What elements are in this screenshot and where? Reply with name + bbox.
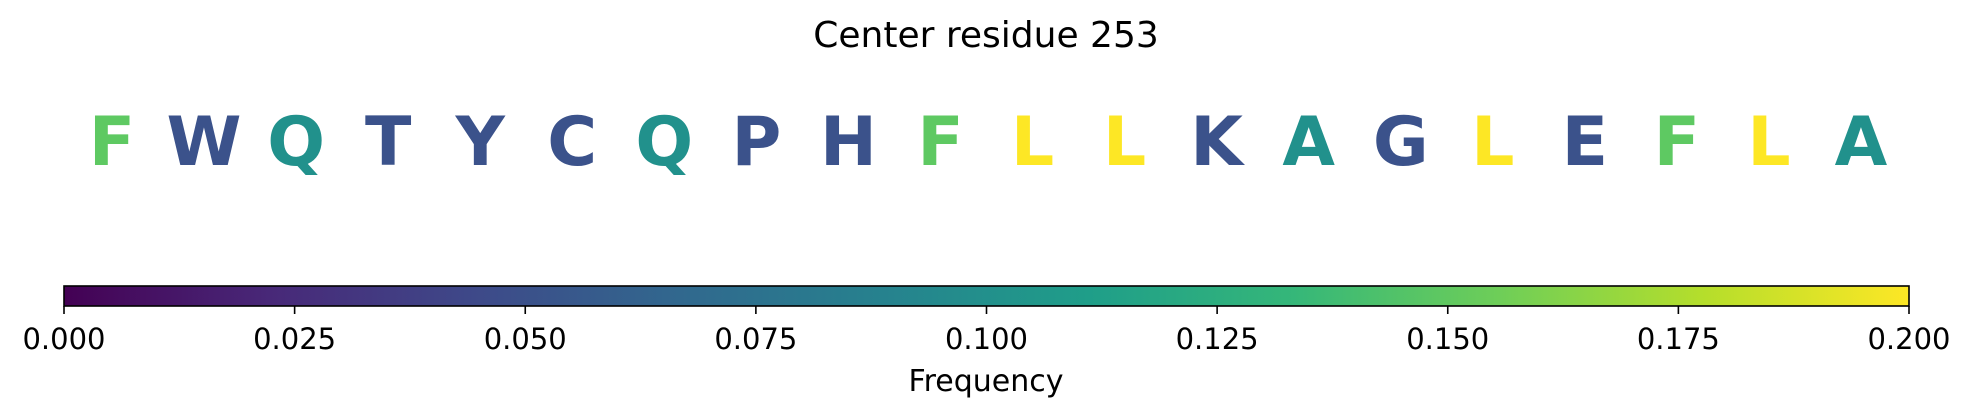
- chart-title: Center residue 253: [813, 15, 1159, 56]
- colorbar-tick-label: 0.000: [22, 322, 105, 356]
- colorbar-tick-label: 0.175: [1637, 322, 1720, 356]
- colorbar-tick-label: 0.100: [945, 322, 1028, 356]
- residue-letter: A: [1835, 103, 1888, 182]
- residue-letter: F: [917, 103, 963, 182]
- residue-letter: F: [89, 103, 135, 182]
- residue-letter: L: [1747, 103, 1790, 182]
- colorbar-tick-label: 0.075: [714, 322, 797, 356]
- colorbar-tick-label: 0.050: [484, 322, 567, 356]
- colorbar-label: Frequency: [909, 364, 1064, 399]
- colorbar-tick-label: 0.125: [1176, 322, 1259, 356]
- residue-letter: Y: [455, 103, 506, 182]
- residue-letter: L: [1471, 103, 1514, 182]
- residue-letter: H: [820, 103, 877, 182]
- residue-letter: K: [1190, 103, 1245, 182]
- colorbar: [63, 285, 1910, 307]
- residue-letter: L: [1011, 103, 1054, 182]
- residue-letter: W: [167, 103, 242, 182]
- residue-letter: F: [1654, 103, 1700, 182]
- residue-letter: P: [731, 103, 781, 182]
- colorbar-tick-label: 0.025: [253, 322, 336, 356]
- residue-letter: A: [1282, 103, 1335, 182]
- residue-letter: T: [365, 103, 412, 182]
- colorbar-tick-label: 0.200: [1867, 322, 1950, 356]
- residue-letter: Q: [635, 103, 693, 182]
- residue-letter: L: [1103, 103, 1146, 182]
- residue-letter: G: [1373, 103, 1429, 182]
- colorbar-ticks: 0.000 0.025 0.050 0.075 0.100 0.125 0.150 0.175…: [22, 306, 1951, 356]
- residue-letter: Q: [267, 103, 325, 182]
- residue-letter: C: [547, 103, 597, 182]
- colorbar-tick-label: 0.150: [1406, 322, 1489, 356]
- residue-letter: E: [1562, 103, 1608, 182]
